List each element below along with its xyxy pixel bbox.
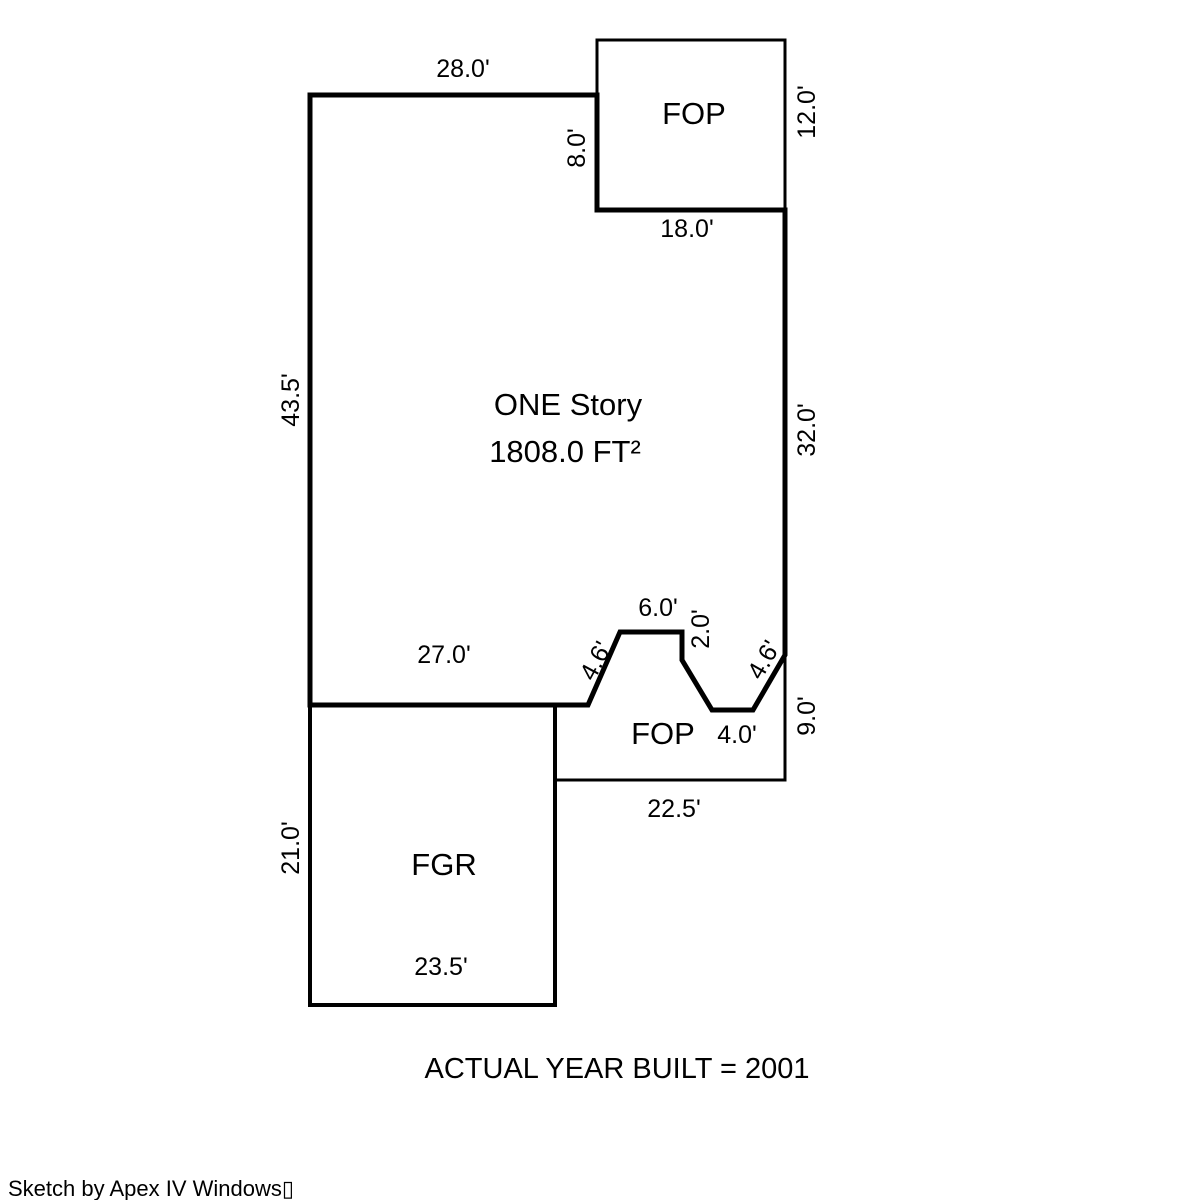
sketch-credit-text: Sketch by Apex IV Windows▯ [8,1176,294,1200]
dim-main-top: 28.0' [436,55,489,83]
area-label-fop-top: FOP [662,96,726,131]
dim-notch-top: 6.0' [638,594,678,622]
area-label-fop-bottom: FOP [631,716,695,751]
dim-fop-bottom-wall: 4.0' [717,721,757,749]
dim-fop-bottom-right: 9.0' [793,696,821,736]
dim-main-left: 43.5' [277,373,305,426]
dim-notch-right-diagonal: 4.6' [742,636,786,684]
area-label-main-sqft: 1808.0 FT² [489,434,641,469]
area-label-fgr: FGR [411,847,476,882]
area-label-main-story: ONE Story [494,387,643,422]
year-built-text: ACTUAL YEAR BUILT = 2001 [425,1053,810,1085]
main-building-outline [307,92,788,713]
dim-fop-top-bottom: 18.0' [660,215,713,243]
fgr-outline [308,703,557,1007]
dim-main-bottom: 27.0' [417,641,470,669]
dim-fgr-bottom: 23.5' [414,953,467,981]
dim-fgr-left: 21.0' [277,821,305,874]
dim-fop-top-left: 8.0' [563,128,591,168]
dim-fop-top-right: 12.0' [793,85,821,138]
dim-main-right: 32.0' [793,403,821,456]
dim-notch-left-diagonal: 4.6' [574,637,617,685]
dim-notch-right: 2.0' [687,609,715,649]
dim-fop-bottom-bottom: 22.5' [647,795,700,823]
